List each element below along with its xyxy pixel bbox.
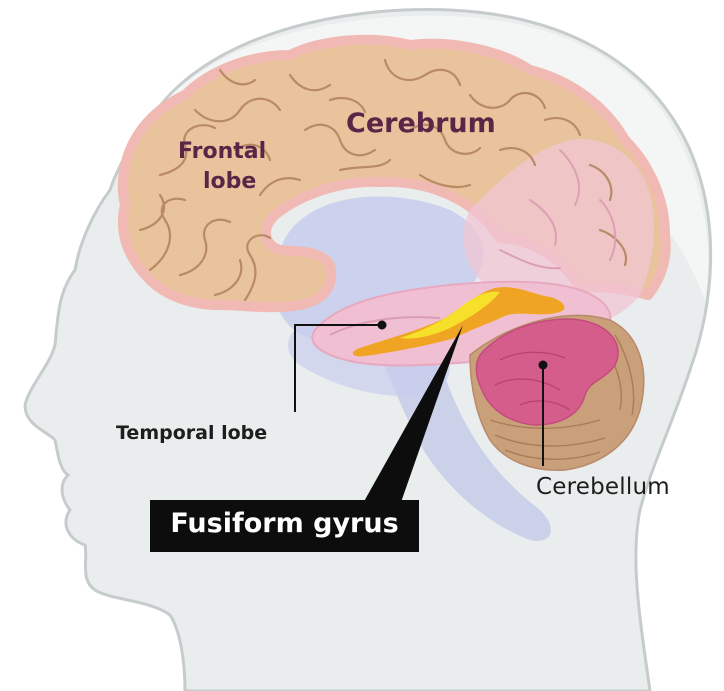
cerebrum-label: Cerebrum xyxy=(346,108,496,139)
temporal-lobe-label: Temporal lobe xyxy=(116,422,267,444)
frontal-lobe-label-line2: lobe xyxy=(203,169,256,194)
cerebellum-dot xyxy=(539,361,548,370)
fusiform-gyrus-callout-box: Fusiform gyrus xyxy=(150,500,419,552)
fusiform-gyrus-label: Fusiform gyrus xyxy=(150,508,419,539)
cerebellum-label: Cerebellum xyxy=(536,474,670,500)
temporal-lobe-dot xyxy=(378,321,387,330)
frontal-lobe-label-line1: Frontal xyxy=(178,139,266,164)
